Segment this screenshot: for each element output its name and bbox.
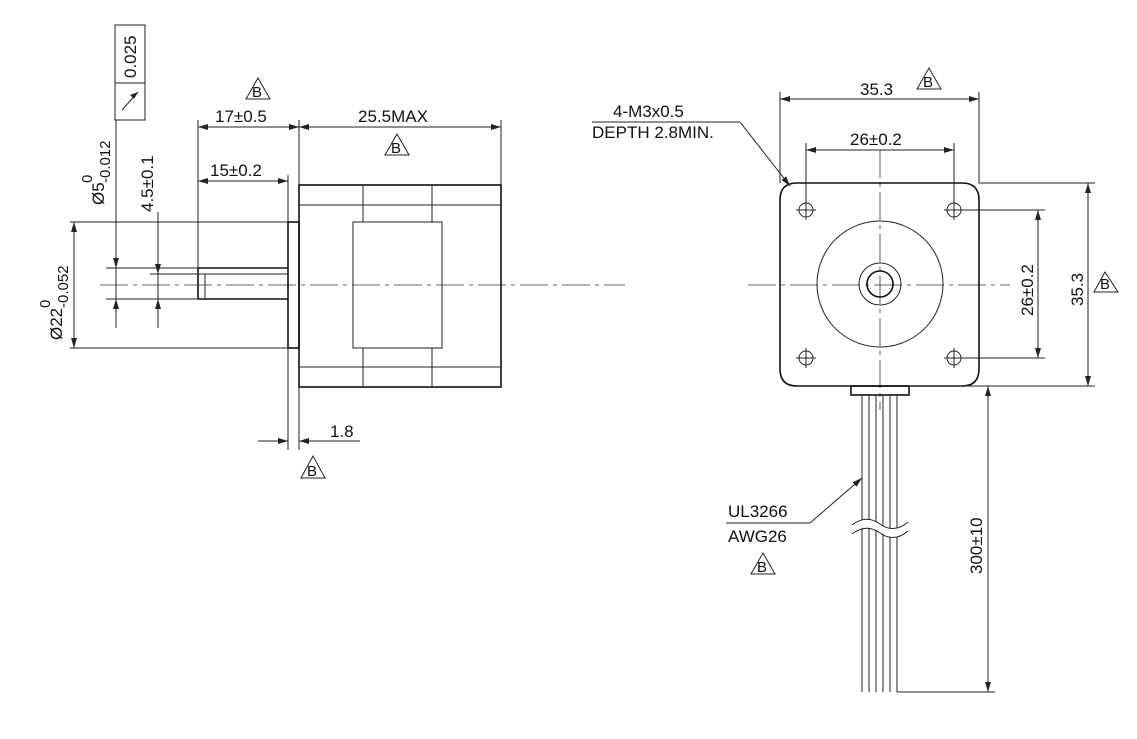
- overall-height-label: 35.3: [1068, 273, 1087, 306]
- shaft-dia-label: Ø5 -0.012 0: [79, 140, 114, 205]
- shaft-dia-main: Ø5: [89, 182, 108, 205]
- hole-spacing-v-label: 26±0.2: [1018, 264, 1037, 316]
- datum-b-shaft: B: [245, 76, 271, 101]
- shaft-dia-tol-upper: 0: [79, 175, 96, 183]
- svg-text:B: B: [391, 140, 401, 157]
- datum-b-body: B: [384, 132, 410, 157]
- svg-text:B: B: [252, 84, 262, 101]
- runout-tolerance-frame: 0.025: [114, 24, 146, 130]
- boss-dia-tol-upper: 0: [37, 300, 54, 308]
- svg-text:B: B: [307, 463, 317, 480]
- motor-face: [779, 182, 980, 387]
- datum-b-wire: B: [750, 551, 776, 576]
- flat-length-label: 15±0.2: [210, 161, 262, 180]
- datum-b-flange: B: [300, 454, 326, 480]
- hub-circle: [858, 262, 902, 306]
- shaft-length-label: 17±0.5: [215, 107, 267, 126]
- wire-note: UL3266 AWG26 B: [726, 477, 863, 576]
- side-view: Ø22 -0.052 0 Ø5 -0.012 0 4.5±0.1 0.025: [37, 24, 625, 480]
- svg-text:B: B: [1100, 276, 1110, 293]
- thread-note-line-1: 4-M3x0.5: [613, 102, 684, 121]
- lead-length-label: 300±10: [967, 517, 986, 574]
- wire-note-line-2: AWG26: [728, 527, 787, 546]
- lead-wires: [851, 395, 909, 692]
- mounting-holes: [796, 200, 964, 368]
- boss-dia-tol-lower: -0.052: [55, 265, 72, 308]
- svg-text:B: B: [923, 74, 933, 91]
- datum-b-height: B: [1093, 271, 1119, 293]
- shaft: [197, 267, 288, 300]
- thread-note-line-2: DEPTH 2.8MIN.: [592, 123, 714, 142]
- flange-boss: [287, 221, 300, 349]
- shaft-dia-tol-lower: -0.012: [97, 140, 114, 183]
- datum-b-width: B: [916, 66, 942, 91]
- pilot-circle: [816, 220, 944, 348]
- shaft-circle: [866, 270, 894, 298]
- overall-width-label: 35.3: [860, 80, 893, 99]
- wire-note-line-1: UL3266: [728, 502, 788, 521]
- flange-thickness-label: 1.8: [330, 422, 354, 441]
- motor-body-side: [298, 184, 502, 388]
- svg-text:B: B: [757, 559, 767, 576]
- boss-dia-main: Ø22: [47, 308, 66, 340]
- runout-tolerance-value: 0.025: [121, 35, 140, 78]
- thread-note: 4-M3x0.5 DEPTH 2.8MIN.: [592, 102, 791, 187]
- boss-dia-label: Ø22 -0.052 0: [37, 265, 72, 340]
- body-length-label: 25.5MAX: [358, 107, 428, 126]
- hole-spacing-h-label: 26±0.2: [850, 130, 902, 149]
- front-view: 35.3 B 26±0.2 26±0.2 35.3 B 4-M3x0.5 DEP…: [592, 66, 1119, 693]
- flat-depth-label: 4.5±0.1: [138, 155, 157, 212]
- wire-exit-block: [850, 385, 910, 396]
